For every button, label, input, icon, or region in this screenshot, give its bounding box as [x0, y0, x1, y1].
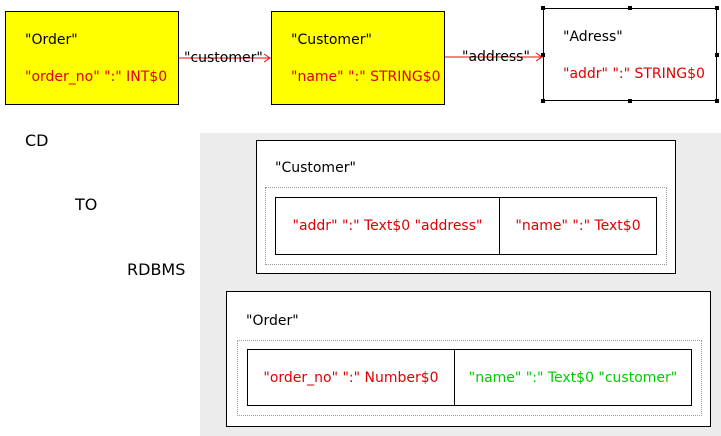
- table-customer-column-name[interactable]: "name" ":" Text$0: [499, 197, 657, 255]
- class-adress-title: "Adress": [563, 29, 623, 45]
- arrowhead-order-customer: [263, 53, 271, 63]
- arrowhead-customer-adress: [535, 52, 543, 62]
- class-customer-title: "Customer": [291, 32, 372, 48]
- label-to: TO: [75, 195, 98, 214]
- association-address-label: "address": [462, 49, 530, 65]
- table-customer[interactable]: "Customer" "addr" ":" Text$0 "address" "…: [256, 140, 676, 274]
- table-order-column-customer-fk[interactable]: "name" ":" Text$0 "customer": [454, 349, 692, 406]
- selection-handle[interactable]: [715, 6, 719, 10]
- table-order-title: "Order": [246, 313, 299, 329]
- table-order[interactable]: "Order" "order_no" ":" Number$0 "name" "…: [226, 291, 711, 427]
- selection-handle[interactable]: [628, 6, 632, 10]
- label-rdbms: RDBMS: [127, 260, 186, 279]
- selection-handle[interactable]: [715, 53, 719, 57]
- selection-handle[interactable]: [541, 99, 545, 103]
- label-cd: CD: [25, 131, 49, 150]
- left-label-panel: [0, 133, 200, 436]
- table-order-column-order-no[interactable]: "order_no" ":" Number$0: [247, 349, 455, 406]
- class-customer[interactable]: "Customer" "name" ":" STRING$0: [271, 11, 445, 105]
- table-order-row-container: [237, 340, 702, 416]
- selection-handle[interactable]: [541, 6, 545, 10]
- class-order[interactable]: "Order" "order_no" ":" INT$0: [5, 11, 179, 105]
- selection-handle[interactable]: [715, 99, 719, 103]
- class-adress-attribute: "addr" ":" STRING$0: [563, 66, 705, 82]
- table-customer-row-container: [265, 187, 667, 265]
- selection-handle[interactable]: [541, 53, 545, 57]
- selection-handle[interactable]: [628, 99, 632, 103]
- table-customer-column-addr[interactable]: "addr" ":" Text$0 "address": [275, 197, 500, 255]
- association-customer-label: "customer": [184, 50, 263, 66]
- class-order-title: "Order": [25, 32, 78, 48]
- class-customer-attribute: "name" ":" STRING$0: [291, 69, 441, 85]
- table-customer-title: "Customer": [275, 160, 356, 176]
- class-order-attribute: "order_no" ":" INT$0: [25, 69, 168, 85]
